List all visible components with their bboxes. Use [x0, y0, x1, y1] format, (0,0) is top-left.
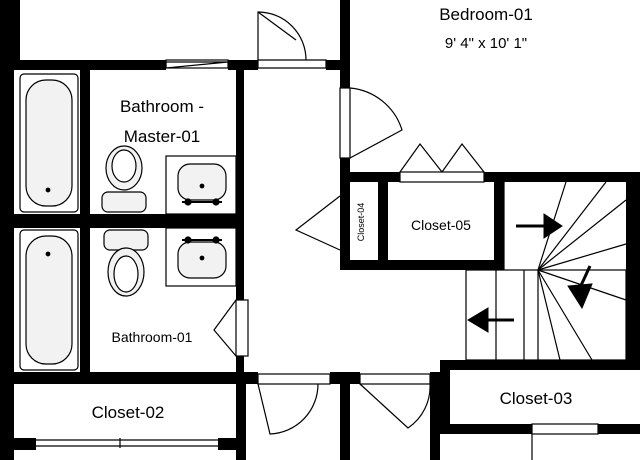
stair-winder — [537, 269, 561, 361]
bathtub-icon — [19, 229, 79, 371]
door-lower-right — [359, 373, 431, 429]
stairs — [465, 181, 627, 361]
wall-corridor-bottom-mid — [330, 372, 360, 384]
wall-lower-right-door — [430, 384, 440, 460]
bedroom-name-label: Bedroom-01 — [439, 5, 533, 24]
wall-bath-top — [14, 60, 166, 70]
sink-icon — [165, 227, 237, 287]
wall-closet04-05-divider — [378, 172, 388, 262]
wall-bedroom-bottom-left — [340, 172, 400, 182]
door-corridor-top — [257, 11, 327, 69]
stairs-outline — [465, 269, 627, 361]
arrow-down-icon — [567, 265, 593, 310]
fixtures — [19, 73, 237, 371]
door-closet05 — [399, 142, 485, 183]
wall-bath-divider — [14, 214, 244, 228]
arrow-right-icon — [516, 213, 563, 239]
room-labels: Bedroom-01 9' 4" x 10' 1" Bathroom - Mas… — [92, 5, 573, 422]
bath-master-label-line1: Bathroom - — [120, 97, 204, 116]
wall-closet03-bottom-right — [598, 424, 640, 434]
door-closet04 — [294, 195, 341, 251]
bathtub-icon — [19, 73, 79, 213]
wall-bath-tub-divider-bottom — [80, 228, 90, 374]
bath-master-label-line2: Master-01 — [124, 127, 201, 146]
wall-top-left-vertical — [14, 0, 20, 60]
wall-closet03-top — [440, 360, 640, 370]
wall-stairs-right — [626, 182, 640, 360]
doors — [36, 11, 599, 460]
wall-stairs-left-upper — [494, 182, 504, 270]
door-bedroom — [339, 87, 403, 159]
closet05-label: Closet-05 — [411, 217, 471, 233]
wall-bath-tub-divider-top — [80, 70, 90, 214]
door-bath-master-top — [165, 59, 229, 69]
toilet-icon — [101, 145, 147, 213]
bedroom-dimensions-label: 9' 4" x 10' 1" — [445, 35, 527, 52]
wall-closet02-right — [236, 384, 246, 460]
wall-closet03-bottom-left — [440, 424, 532, 434]
wall-bath-right-upper — [236, 60, 244, 300]
wall-closet-bottom — [340, 260, 496, 270]
wall-bedroom-bottom-right — [484, 172, 640, 182]
wall-bath-top-right — [326, 60, 350, 70]
door-closet03 — [531, 423, 599, 460]
arrow-left-icon — [467, 307, 514, 333]
door-bathroom01 — [213, 299, 249, 357]
wall-bedroom-left — [340, 0, 350, 88]
stair-winder — [537, 199, 627, 271]
door-lower-left — [257, 373, 331, 435]
sink-icon — [165, 155, 237, 215]
stair-winder — [537, 181, 607, 271]
wall-left-outer — [0, 0, 14, 460]
closet03-label: Closet-03 — [500, 389, 573, 408]
wall-closet-left — [340, 172, 350, 270]
wall-closet03-left — [440, 360, 450, 430]
wall-bath-right-lower — [236, 356, 244, 382]
closet04-label: Closet-04 — [356, 203, 366, 242]
wall-lower-mid — [340, 384, 350, 460]
wall-bath01-bottom — [14, 372, 258, 384]
wall-closet02-bottom-right — [218, 438, 246, 450]
closet02-label: Closet-02 — [92, 403, 165, 422]
bathroom01-label: Bathroom-01 — [112, 329, 193, 345]
stairs-arrows — [467, 213, 593, 333]
wall-bedroom-left-lower — [340, 158, 350, 178]
stair-winder — [537, 269, 593, 361]
wall-closet02-bottom — [14, 438, 36, 450]
toilet-icon — [103, 229, 149, 297]
stair-winder — [537, 243, 627, 271]
door-closet02-sliding — [36, 438, 218, 448]
